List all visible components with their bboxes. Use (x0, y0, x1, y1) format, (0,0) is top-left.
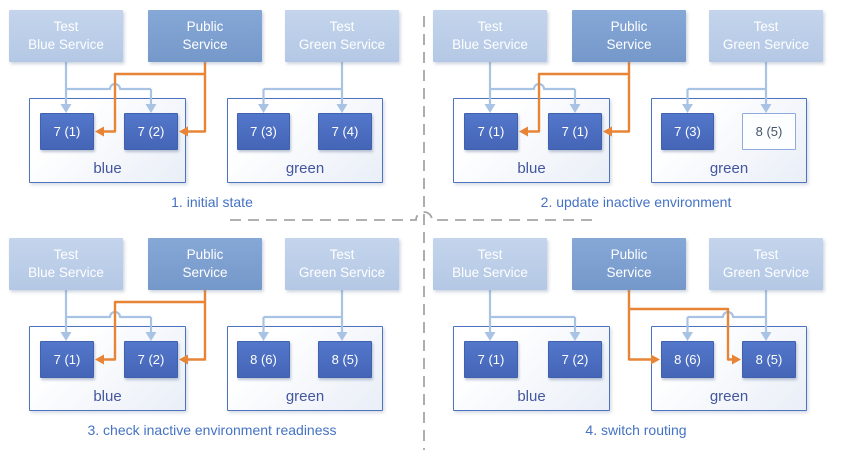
green-environment-label: green (285, 160, 325, 177)
service-label-line: Test (477, 19, 503, 35)
test-green-service-connector (682, 62, 772, 113)
service-label-line: Service (182, 37, 228, 52)
test-green-service-box: Test Green Service (709, 10, 823, 62)
service-label-line: Green Service (298, 37, 386, 52)
blue-environment-label: blue (517, 388, 546, 405)
green-environment-label: green (285, 388, 325, 405)
test-blue-service-connector (60, 290, 157, 341)
test-green-service-box: Test Green Service (285, 10, 399, 62)
pod-green-1: 7 (3) (661, 113, 714, 150)
service-label-line: Test (53, 19, 79, 35)
connector-arrows (60, 290, 348, 365)
green-environment-label: green (709, 160, 749, 177)
pod-green-2: 7 (4) (318, 113, 372, 150)
test-blue-service-box: Test Blue Service (433, 238, 547, 290)
pod-blue-2: 7 (2) (548, 341, 602, 378)
step-caption: 2. update inactive environment (540, 194, 732, 210)
test-blue-service-connector (484, 290, 581, 341)
pod-blue-1: 7 (1) (40, 341, 94, 378)
service-label-line: Test (329, 247, 355, 263)
pod-blue-2: 7 (2) (124, 113, 178, 150)
connector-arrows (484, 62, 772, 137)
service-label-line: Test (477, 247, 503, 263)
service-label-line: Service (606, 265, 652, 280)
service-label-line: Test (329, 19, 355, 35)
public-service-box: Public Service (572, 10, 686, 62)
public-service-connector (95, 290, 207, 365)
service-label-line: Public (610, 247, 648, 263)
service-label-line: Test (753, 19, 779, 35)
service-label-line: Test (753, 247, 779, 263)
blue-environment-label: blue (517, 160, 546, 177)
public-service-connector (627, 290, 741, 365)
test-green-service-connector (258, 62, 348, 113)
pod-green-2: 8 (5) (318, 341, 372, 378)
test-blue-service-box: Test Blue Service (9, 238, 123, 290)
test-blue-service-connector (484, 62, 581, 113)
pod-green-1: 8 (6) (661, 341, 714, 378)
quadrant-1-initial-state: blue green (0, 0, 424, 228)
pod-green-2-new-version: 8 (5) (742, 113, 796, 150)
blue-environment-label: blue (93, 388, 122, 405)
blue-environment-label: blue (93, 160, 122, 177)
step-caption: 4. switch routing (585, 422, 687, 438)
service-label-line: Test (53, 247, 79, 263)
pod-blue-1: 7 (1) (464, 341, 518, 378)
pod-blue-1: 7 (1) (40, 113, 94, 150)
service-label-line: Public (186, 19, 224, 35)
test-green-service-box: Test Green Service (709, 238, 823, 290)
service-label-line: Blue Service (28, 265, 104, 280)
test-green-service-box: Test Green Service (285, 238, 399, 290)
service-label-line: Blue Service (452, 37, 528, 52)
green-environment-label: green (709, 388, 749, 405)
pod-blue-2: 7 (2) (124, 341, 178, 378)
test-blue-service-connector (60, 62, 157, 113)
pod-blue-1: 7 (1) (464, 113, 518, 150)
test-blue-service-box: Test Blue Service (433, 10, 547, 62)
service-label-line: Green Service (298, 265, 386, 280)
quadrant-2-update-inactive: blue green (424, 0, 848, 228)
public-service-connector (519, 62, 631, 137)
service-label-line: Green Service (722, 265, 810, 280)
public-service-box: Public Service (148, 238, 262, 290)
quadrant-4-switch-routing: blue green (424, 228, 848, 456)
pod-blue-2: 7 (1) (548, 113, 602, 150)
step-caption: 1. initial state (171, 194, 253, 210)
service-label-line: Service (606, 37, 652, 52)
service-label-line: Public (186, 247, 224, 263)
step-caption: 3. check inactive environment readiness (87, 422, 337, 438)
service-label-line: Blue Service (452, 265, 528, 280)
test-green-service-connector (258, 290, 348, 341)
pod-green-2: 8 (5) (742, 341, 796, 378)
service-label-line: Blue Service (28, 37, 104, 52)
service-label-line: Public (610, 19, 648, 35)
pod-green-1: 8 (6) (237, 341, 290, 378)
public-service-box: Public Service (572, 238, 686, 290)
quadrant-3-check-readiness: blue green (0, 228, 424, 456)
test-green-service-connector (682, 290, 772, 341)
public-service-connector (95, 62, 207, 137)
service-label-line: Green Service (722, 37, 810, 52)
pod-green-1: 7 (3) (237, 113, 290, 150)
public-service-box: Public Service (148, 10, 262, 62)
test-blue-service-box: Test Blue Service (9, 10, 123, 62)
service-label-line: Service (182, 265, 228, 280)
connector-arrows (484, 290, 772, 365)
connector-arrows (60, 62, 348, 137)
